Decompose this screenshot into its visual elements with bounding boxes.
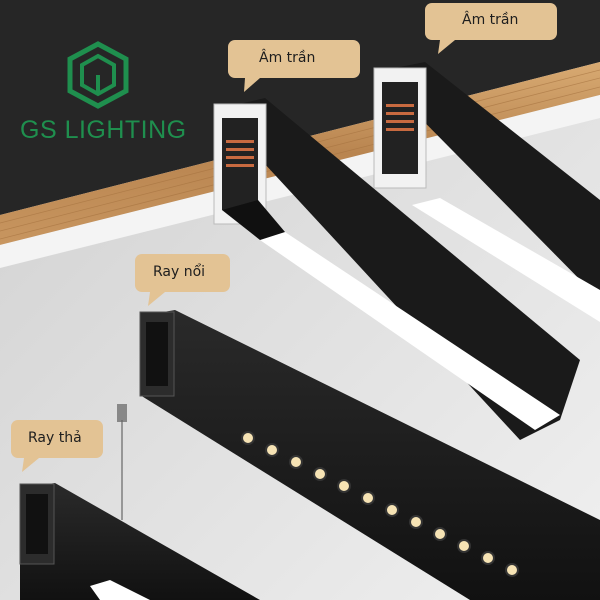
led-dot bbox=[385, 503, 399, 517]
led-row bbox=[241, 431, 519, 577]
brand-name: GS LIGHTING bbox=[20, 116, 187, 144]
label-bubble-ray-noi bbox=[135, 254, 230, 306]
recessed-rail-1 bbox=[213, 98, 580, 440]
led-dot bbox=[241, 431, 255, 445]
label-ray-noi: Ray nổi bbox=[153, 264, 206, 280]
label-am-tran-1: Âm trần bbox=[259, 50, 316, 66]
led-dot bbox=[265, 443, 279, 457]
led-dot bbox=[289, 455, 303, 469]
label-bubble-am-tran-2 bbox=[425, 3, 557, 54]
led-dot bbox=[457, 539, 471, 553]
ceiling-panel bbox=[0, 0, 600, 215]
led-dot bbox=[409, 515, 423, 529]
label-am-tran-2: Âm trần bbox=[462, 12, 519, 28]
label-ray-tha: Ray thả bbox=[28, 430, 82, 446]
label-bubble-ray-tha bbox=[11, 420, 103, 472]
led-dot bbox=[433, 527, 447, 541]
label-bubble-am-tran-1 bbox=[228, 40, 360, 92]
led-dot bbox=[481, 551, 495, 565]
led-dot bbox=[361, 491, 375, 505]
led-dot bbox=[337, 479, 351, 493]
pendant-rail bbox=[19, 404, 260, 600]
surface-rail bbox=[139, 310, 600, 600]
led-dot bbox=[313, 467, 327, 481]
recessed-rail-2 bbox=[373, 62, 600, 322]
gs-logo-icon bbox=[67, 41, 129, 109]
pendant-hanger bbox=[117, 404, 127, 422]
led-dot bbox=[505, 563, 519, 577]
